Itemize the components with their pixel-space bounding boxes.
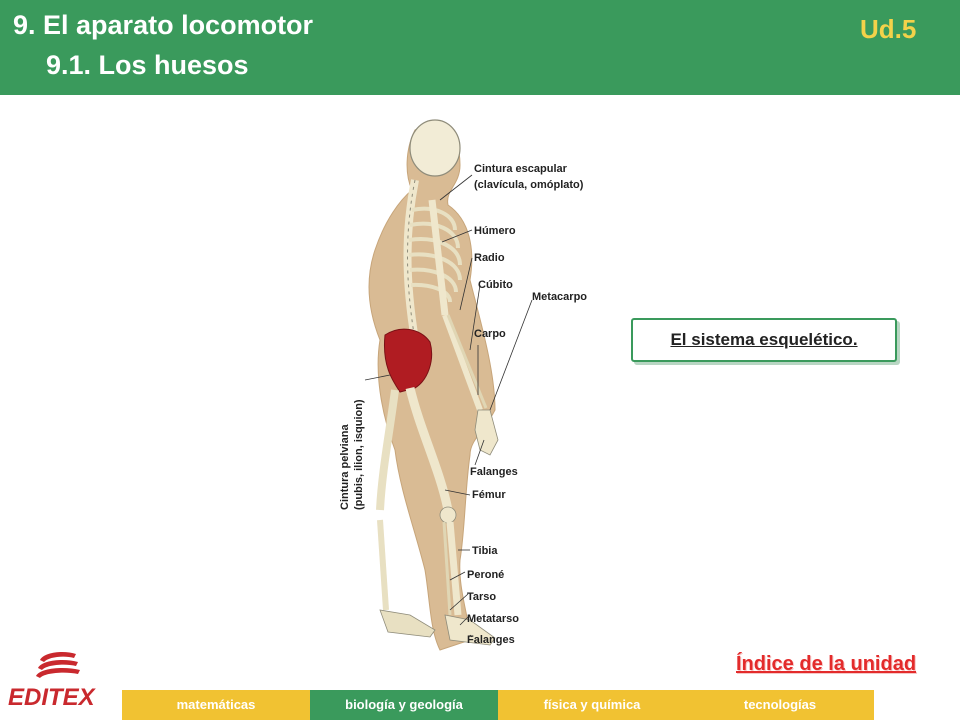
caption-text: El sistema esquelético. — [670, 330, 858, 349]
tab-biologia-geologia[interactable]: biología y geología — [310, 690, 498, 720]
label-tarso: Tarso — [467, 591, 496, 603]
femur — [405, 386, 453, 511]
label-femur: Fémur — [472, 489, 506, 501]
pelvis-highlight — [383, 328, 433, 393]
label-falanges-pie: Falanges — [467, 634, 515, 646]
label-falanges-mano: Falanges — [470, 466, 518, 478]
tibia — [446, 521, 462, 616]
subject-tabs: matemáticas biología y geología física y… — [122, 690, 874, 720]
label-humero: Húmero — [474, 225, 516, 237]
skull — [409, 119, 461, 177]
label-metatarso: Metatarso — [467, 613, 519, 625]
page-subtitle: 9.1. Los huesos — [46, 50, 249, 80]
tab-tecnologias[interactable]: tecnologías — [686, 690, 874, 720]
label-cintura-escapular-detail: (clavícula, omóplato) — [474, 179, 584, 191]
label-cintura-pelviana-detail: (pubis, ilion, isquion) — [353, 399, 365, 510]
header-bar: 9. El aparato locomotor 9.1. Los huesos … — [0, 0, 960, 95]
label-metacarpo: Metacarpo — [532, 291, 587, 303]
body-silhouette — [368, 123, 496, 651]
humerus — [428, 199, 449, 316]
caption-box: El sistema esquelético. — [631, 318, 897, 362]
hand — [474, 409, 499, 456]
logo-mark-icon — [36, 652, 80, 678]
label-carpo: Carpo — [474, 328, 506, 340]
label-radio: Radio — [474, 252, 505, 264]
label-cubito: Cúbito — [478, 279, 513, 291]
fibula — [442, 521, 452, 616]
tab-fisica-quimica[interactable]: física y química — [498, 690, 686, 720]
unit-index-link[interactable]: Índice de la unidad — [736, 653, 917, 675]
tab-matematicas[interactable]: matemáticas — [122, 690, 310, 720]
label-tibia: Tibia — [472, 545, 498, 557]
label-perone: Peroné — [467, 569, 504, 581]
editex-logo: EDITEX — [8, 650, 108, 712]
label-cintura-escapular: Cintura escapular — [474, 163, 568, 175]
forearm — [442, 313, 483, 412]
unit-badge: Ud.5 — [860, 14, 917, 44]
page-title: 9. El aparato locomotor — [13, 10, 314, 40]
ribcage — [408, 206, 462, 303]
label-cintura-pelviana: Cintura pelviana — [339, 424, 351, 510]
skeleton-illustration: Cintura escapular (clavícula, omóplato) … — [339, 119, 587, 651]
logo-text: EDITEX — [8, 684, 95, 711]
